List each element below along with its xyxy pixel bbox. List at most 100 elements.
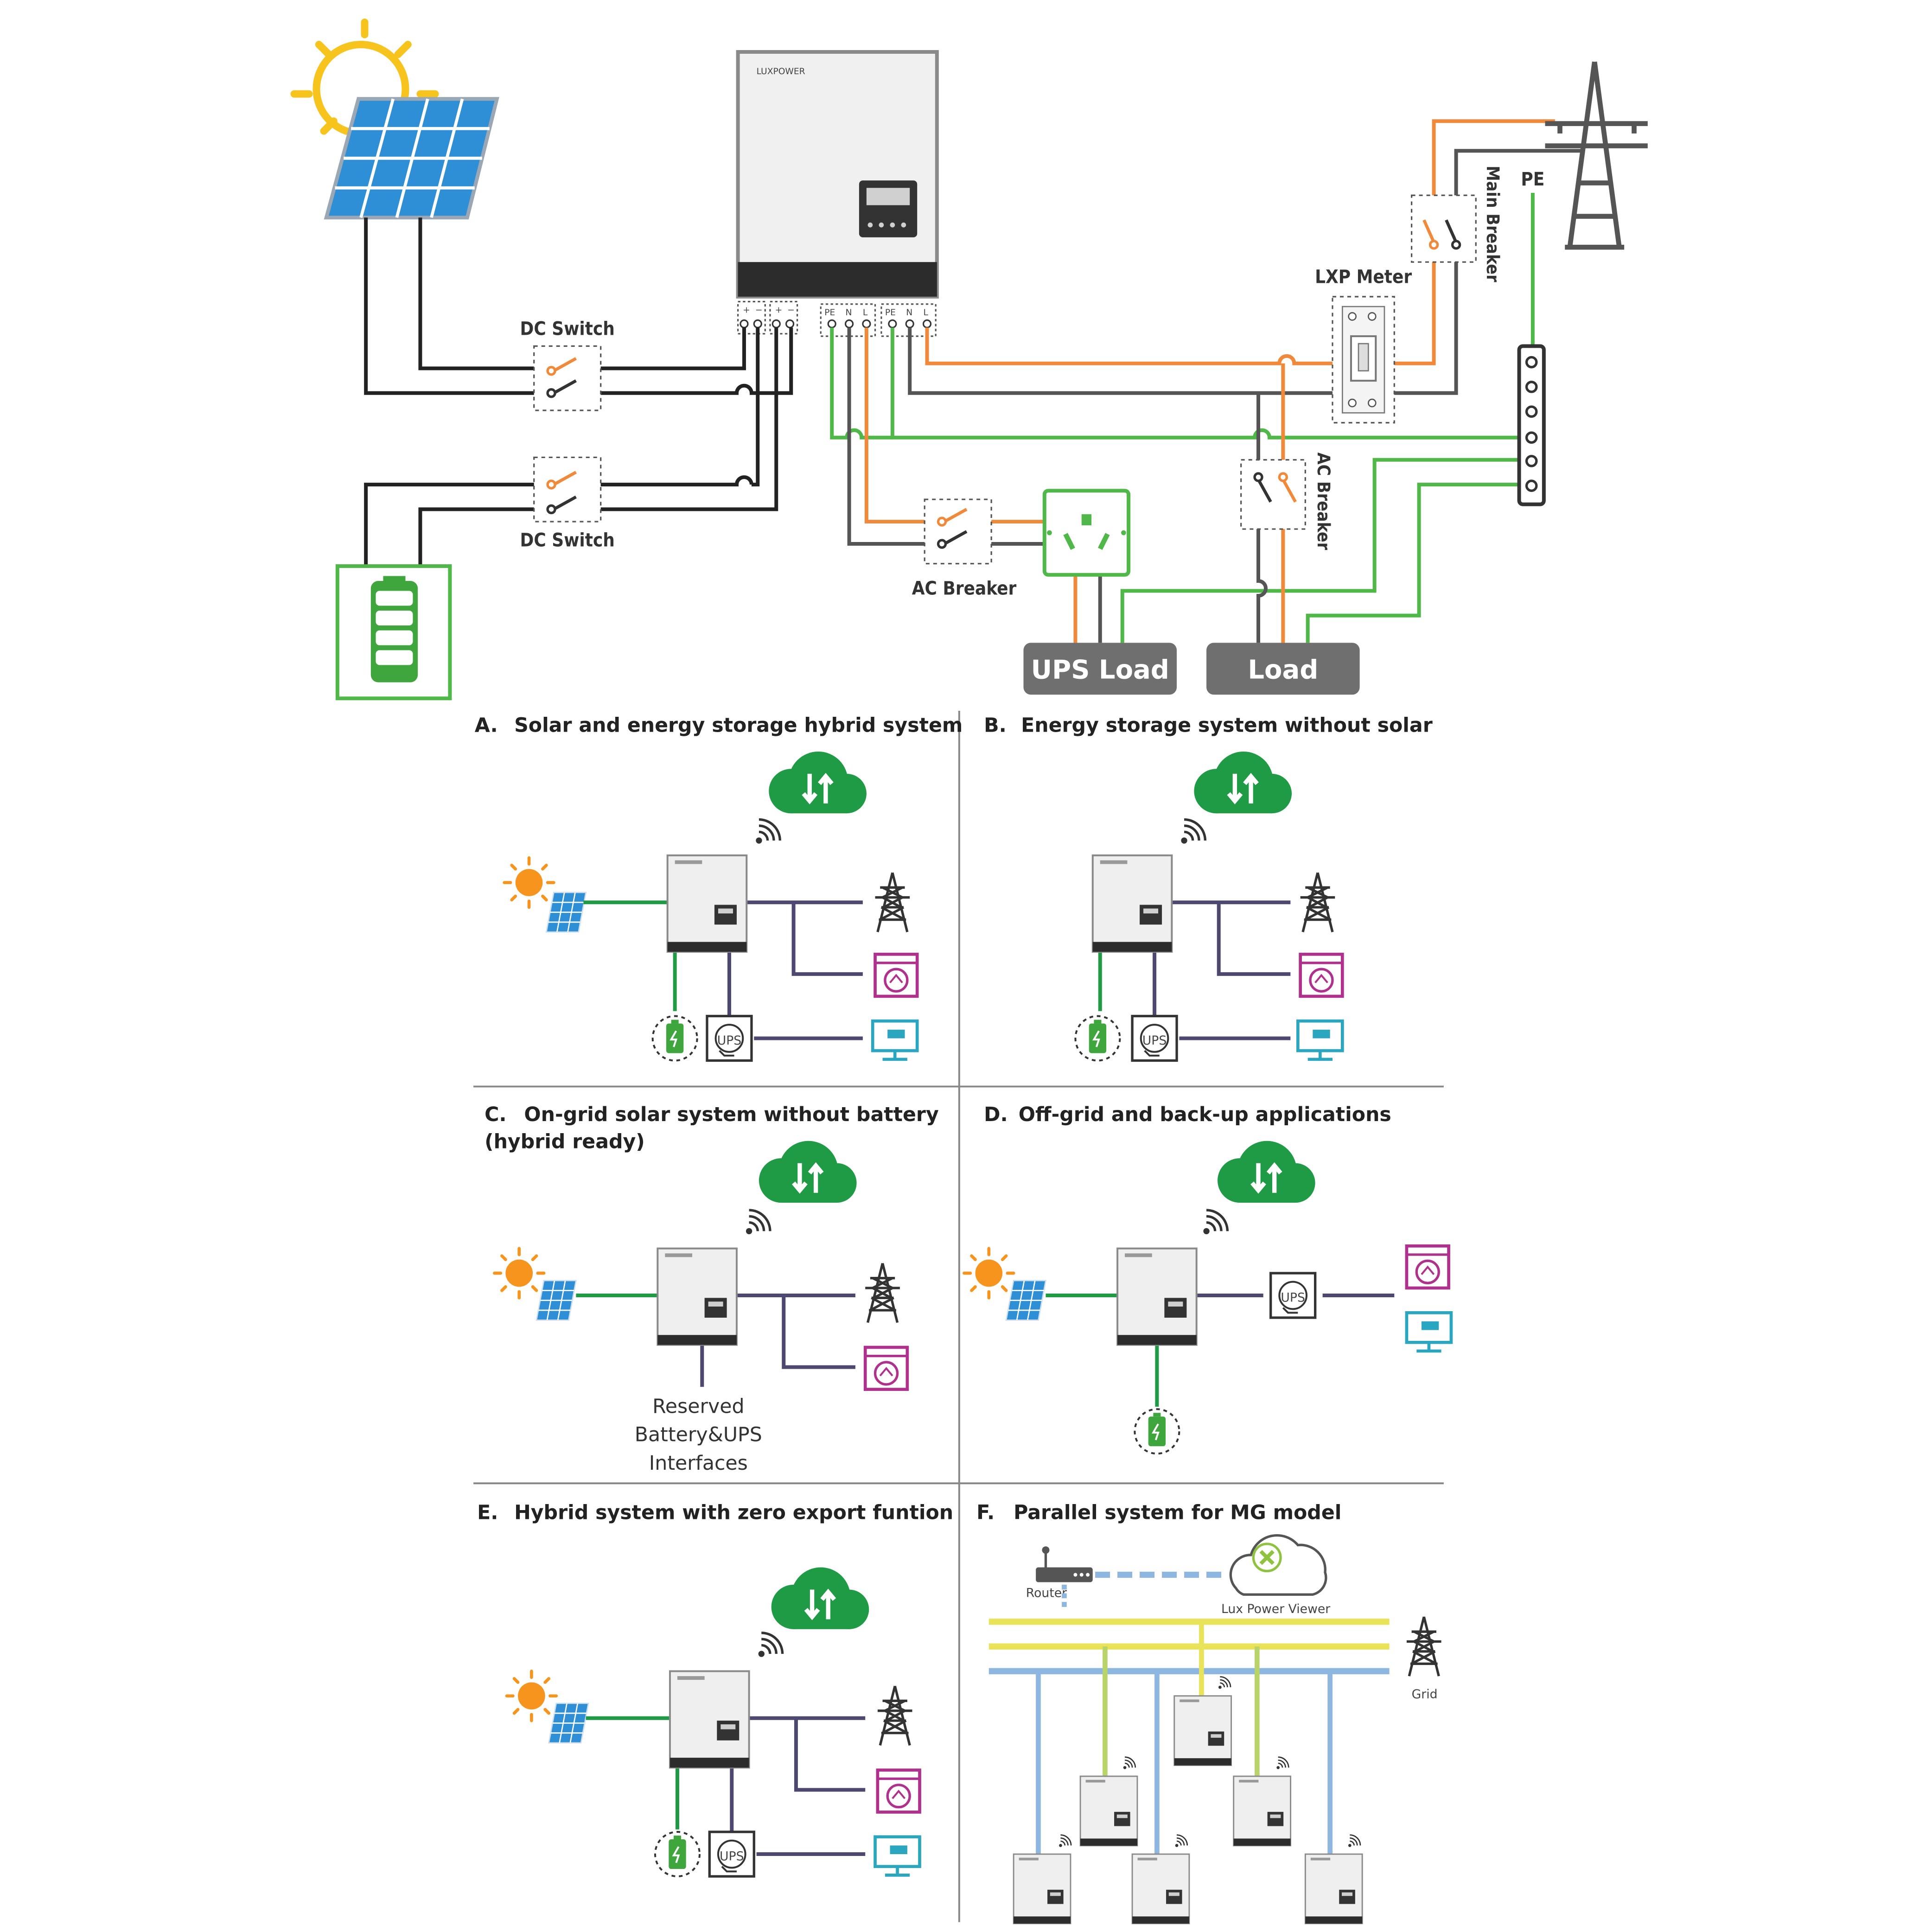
wifi-icon [1276, 1756, 1289, 1770]
grid-pylon-icon [1545, 61, 1648, 250]
inverter-icon [1079, 1775, 1138, 1847]
inverter-icon [657, 1247, 738, 1346]
cloud-icon [1194, 752, 1292, 813]
inverter-icon [669, 1670, 750, 1769]
panel-d: UPS [964, 1141, 1451, 1455]
inverter-icon [1116, 1247, 1198, 1346]
terminal-label: − [755, 306, 763, 315]
sun-icon [504, 858, 554, 907]
grid-label: Grid [1412, 1687, 1438, 1702]
load-box: Load [1206, 643, 1360, 695]
hybrid-inverter: LUXPOWER [736, 50, 939, 299]
panel-c-title: C. On-grid solar system without battery … [485, 1103, 939, 1154]
battery-icon [654, 1831, 701, 1878]
lux-power-viewer-cloud [1229, 1534, 1327, 1596]
dc-wiring [364, 217, 793, 567]
inverter-icon [666, 854, 748, 953]
panel-f: Router Lux Power Viewer Grid [988, 1534, 1441, 1925]
inverter-icon [1131, 1853, 1190, 1925]
panel-e: UPS [507, 1568, 919, 1877]
cloud-icon [769, 752, 867, 813]
ac-breaker-ups [924, 498, 992, 565]
panel-d-title: D. Off-grid and back-up applications [984, 1103, 1391, 1126]
ac-breaker-label-2: AC Breaker [1314, 453, 1334, 550]
grid-pylon-icon [1407, 1617, 1441, 1676]
cloud-icon [1218, 1141, 1315, 1203]
dc-switch-label-1: DC Switch [520, 318, 615, 339]
solar-panel-icon [548, 1702, 589, 1744]
wifi-icon [1347, 1834, 1361, 1848]
cloud-icon [772, 1568, 869, 1629]
wifi-icon [1218, 1676, 1231, 1690]
terminal-label: + [743, 306, 750, 315]
svg-text:C.: C. [485, 1103, 507, 1126]
router-label: Router [1026, 1586, 1067, 1600]
dc-switch-2 [533, 456, 602, 523]
sun-icon [507, 1671, 556, 1721]
sun-icon [494, 1249, 544, 1298]
panel-b-title: B. Energy storage system without solar [984, 714, 1433, 737]
brand-label: LUXPOWER [757, 67, 805, 77]
wifi-icon [1058, 1834, 1072, 1848]
panel-b: UPS [1074, 752, 1342, 1062]
reserved-note: Battery&UPS [635, 1423, 762, 1447]
inverter-icon [1013, 1853, 1071, 1925]
ups-load-box: UPS Load [1023, 643, 1177, 695]
wifi-icon [746, 1210, 770, 1234]
solar-panel-icon [536, 1280, 577, 1321]
svg-text:Off-grid and back-up applicati: Off-grid and back-up applications [1019, 1103, 1391, 1126]
terminal-blocks [737, 300, 937, 337]
monitor-icon [1298, 1021, 1342, 1059]
pe-label: PE [1521, 169, 1544, 190]
svg-text:B.: B. [984, 714, 1007, 737]
grid-pylon-icon [1301, 873, 1335, 932]
monitor-icon [873, 1021, 917, 1059]
battery-icon [1134, 1408, 1180, 1455]
dc-switch-1 [533, 345, 602, 411]
wifi-icon [1122, 1756, 1136, 1770]
viewer-label: Lux Power Viewer [1221, 1602, 1330, 1616]
lxp-meter-label: LXP Meter [1315, 267, 1412, 288]
battery-icon [1074, 1015, 1121, 1062]
wifi-icon [759, 1633, 783, 1657]
reserved-note: Interfaces [649, 1452, 748, 1475]
solar-panel-icon [1005, 1280, 1046, 1321]
washer-icon [878, 1770, 920, 1812]
socket-icon [1042, 489, 1131, 577]
sun-icon [964, 1249, 1014, 1298]
panel-c: Reserved Battery&UPS Interfaces [494, 1141, 907, 1475]
svg-text:UPS: UPS [717, 1033, 742, 1048]
monitor-icon [875, 1837, 920, 1875]
ac-wiring [830, 119, 1582, 643]
monitor-icon [1407, 1313, 1451, 1351]
svg-text:Hybrid system with zero export: Hybrid system with zero export funtion [514, 1501, 953, 1524]
inverter-icon [1173, 1695, 1232, 1766]
pe-busbar [1517, 344, 1546, 506]
battery-icon [651, 1015, 698, 1062]
wifi-icon [1174, 1834, 1188, 1848]
svg-text:A.: A. [475, 714, 498, 737]
svg-text:D.: D. [984, 1103, 1008, 1126]
terminal-label: + [775, 306, 783, 315]
reserved-note: Reserved [652, 1395, 744, 1418]
grid-pylon-icon [865, 1263, 900, 1323]
solar-panel-icon [324, 97, 499, 220]
router-icon [1036, 1546, 1093, 1582]
cloud-icon [759, 1141, 857, 1203]
wifi-icon [1203, 1210, 1227, 1234]
svg-text:E.: E. [477, 1501, 498, 1524]
panel-dividers [473, 710, 1444, 1922]
wifi-icon [1181, 820, 1205, 844]
panel-e-title: E. Hybrid system with zero export funtio… [477, 1501, 953, 1524]
washer-icon [875, 954, 918, 996]
battery-icon [335, 564, 452, 701]
grid-pylon-icon [878, 1686, 912, 1745]
svg-text:UPS: UPS [1281, 1290, 1305, 1305]
grid-pylon-icon [875, 873, 910, 932]
ac-breaker-label-1: AC Breaker [912, 578, 1017, 599]
ac-breaker-load [1240, 459, 1306, 530]
main-breaker [1411, 194, 1477, 263]
washer-icon [1407, 1246, 1449, 1288]
svg-text:(hybrid ready): (hybrid ready) [485, 1130, 645, 1154]
